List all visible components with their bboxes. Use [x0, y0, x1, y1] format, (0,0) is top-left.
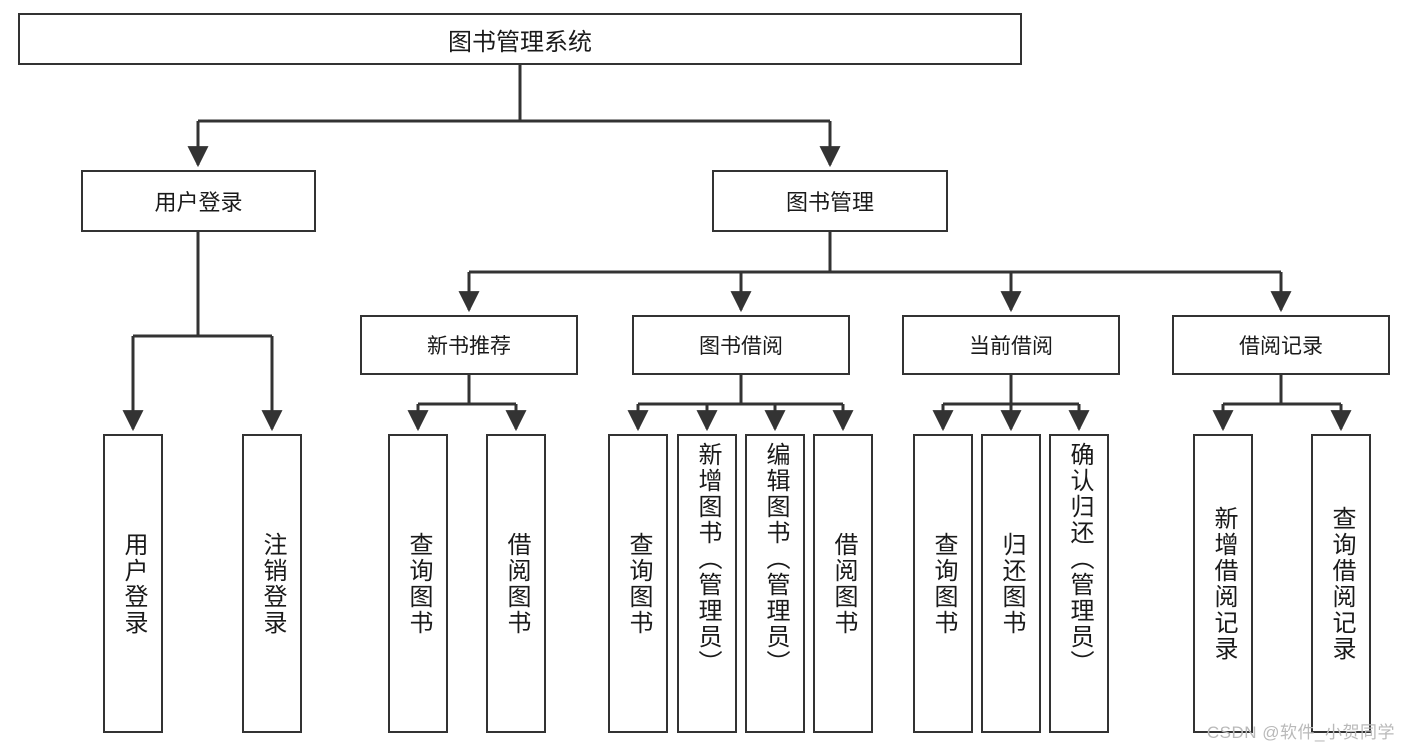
node-new-book-recommend-label: 新书推荐: [427, 335, 511, 358]
node-leaf-query-book-1[interactable]: 查询图书: [388, 434, 448, 733]
node-leaf-user-login-label: 用户登录: [119, 531, 147, 636]
node-leaf-query-book-3[interactable]: 查询图书: [913, 434, 973, 733]
node-leaf-borrow-book-2[interactable]: 借阅图书: [813, 434, 873, 733]
node-leaf-borrow-book-1[interactable]: 借阅图书: [486, 434, 546, 733]
node-leaf-add-book[interactable]: 新增图书（管理员）: [677, 434, 737, 733]
watermark-text: CSDN @软件_小贺同学: [1206, 723, 1395, 742]
node-root-label: 图书管理系统: [448, 28, 592, 56]
node-user-login[interactable]: 用户登录: [81, 170, 316, 232]
node-leaf-confirm-return-label: 确认归还（管理员）: [1065, 442, 1093, 676]
node-leaf-add-book-label: 新增图书（管理员）: [693, 442, 721, 676]
node-current-borrow[interactable]: 当前借阅: [902, 315, 1120, 375]
node-leaf-add-record[interactable]: 新增借阅记录: [1193, 434, 1253, 733]
node-leaf-edit-book[interactable]: 编辑图书（管理员）: [745, 434, 805, 733]
node-book-borrow-label: 图书借阅: [699, 335, 783, 358]
node-leaf-query-record-label: 查询借阅记录: [1327, 505, 1355, 662]
node-leaf-confirm-return[interactable]: 确认归还（管理员）: [1049, 434, 1109, 733]
node-user-login-label: 用户登录: [154, 190, 243, 215]
node-book-manage-label: 图书管理: [785, 190, 874, 215]
node-leaf-borrow-book-1-label: 借阅图书: [502, 531, 530, 636]
node-leaf-logout[interactable]: 注销登录: [242, 434, 302, 733]
node-borrow-record-label: 借阅记录: [1239, 335, 1323, 358]
node-leaf-borrow-book-2-label: 借阅图书: [829, 531, 857, 636]
node-root[interactable]: 图书管理系统: [18, 13, 1022, 65]
node-book-manage[interactable]: 图书管理: [712, 170, 948, 232]
node-leaf-query-record[interactable]: 查询借阅记录: [1311, 434, 1371, 733]
node-leaf-edit-book-label: 编辑图书（管理员）: [761, 442, 789, 676]
node-leaf-add-record-label: 新增借阅记录: [1209, 505, 1237, 662]
node-book-borrow[interactable]: 图书借阅: [632, 315, 850, 375]
node-leaf-query-book-2-label: 查询图书: [624, 531, 652, 636]
node-leaf-logout-label: 注销登录: [258, 531, 286, 636]
node-leaf-query-book-1-label: 查询图书: [404, 531, 432, 636]
node-leaf-user-login[interactable]: 用户登录: [103, 434, 163, 733]
node-leaf-return-book[interactable]: 归还图书: [981, 434, 1041, 733]
node-current-borrow-label: 当前借阅: [969, 335, 1053, 358]
node-new-book-recommend[interactable]: 新书推荐: [360, 315, 578, 375]
node-leaf-query-book-2[interactable]: 查询图书: [608, 434, 668, 733]
node-borrow-record[interactable]: 借阅记录: [1172, 315, 1390, 375]
node-leaf-return-book-label: 归还图书: [997, 531, 1025, 636]
node-leaf-query-book-3-label: 查询图书: [929, 531, 957, 636]
